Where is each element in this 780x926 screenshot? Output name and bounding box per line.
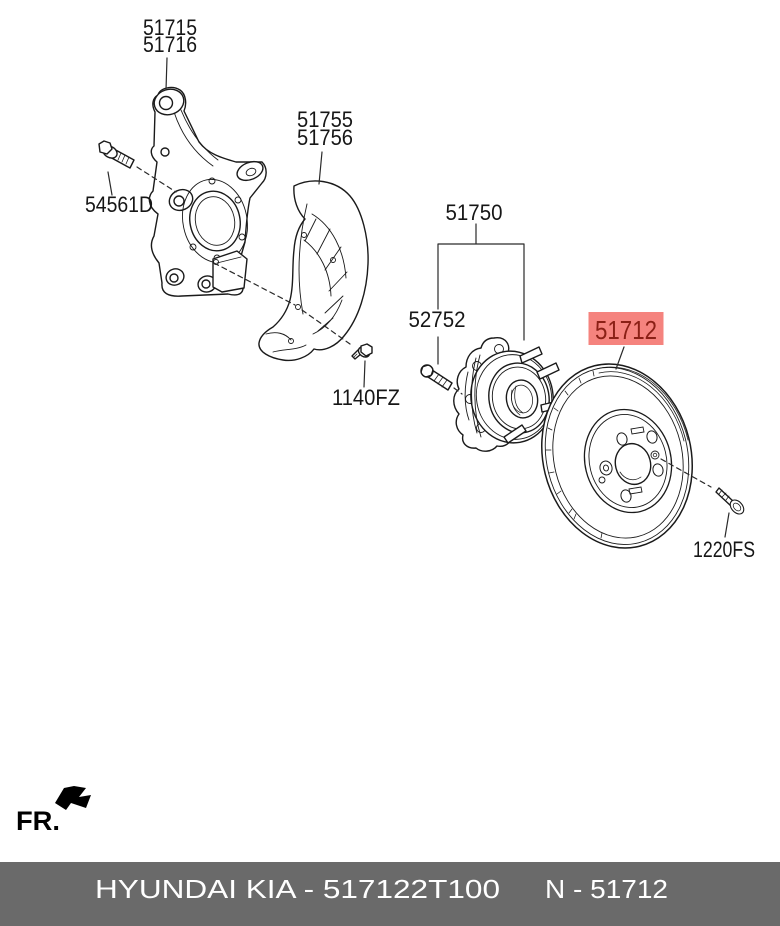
footer-reference-text: N - 51712: [545, 874, 668, 904]
wheel-stud-drawing: [420, 364, 453, 391]
highlight-box: [588, 312, 664, 345]
assembly-dashed-lines: [136, 166, 712, 488]
shield-bolt-drawing: [351, 343, 373, 360]
steering-knuckle-drawing: [148, 86, 267, 297]
orientation-mark: FR.: [16, 786, 91, 836]
footer-bar: HYUNDAI KIA - 517122T100 N - 51712: [0, 862, 780, 926]
knuckle-bolt-part-label[interactable]: 54561D: [85, 192, 153, 217]
front-direction-arrow-icon: [55, 786, 91, 810]
footer-text: HYUNDAI KIA - 517122T100 N - 51712: [95, 874, 668, 904]
knuckle-part-label-line1[interactable]: 51715: [143, 15, 197, 40]
disc-screw-drawing: [715, 487, 745, 515]
hub-stud-upper-right: [536, 362, 560, 380]
footer-part-number-text: HYUNDAI KIA - 517122T100: [95, 874, 500, 904]
knuckle-part-label-line2[interactable]: 51716: [143, 32, 197, 57]
leader-lines: [107, 57, 730, 538]
brake-disc-part-label: 51712: [595, 315, 657, 345]
dust-shield-part-label-line1[interactable]: 51755: [297, 107, 353, 132]
brake-disc-part-label-highlighted[interactable]: 51712: [588, 312, 664, 345]
disc-screw-part-label[interactable]: 1220FS: [693, 537, 755, 562]
wheel-stud-part-label[interactable]: 52752: [409, 307, 466, 332]
knuckle-bolt-drawing: [98, 140, 135, 169]
brake-disc-drawing: [541, 363, 693, 549]
part-number-labels: 51715 51716 54561D 51755 51756 1140FZ 51…: [85, 15, 755, 562]
dust-shield-part-label-line2[interactable]: 51756: [297, 125, 353, 150]
front-direction-label: FR.: [16, 806, 60, 836]
hub-stud-bottom: [503, 424, 527, 444]
dust-shield-drawing: [258, 180, 369, 362]
hub-stud-top: [519, 346, 543, 364]
exploded-parts-diagram: 51715 51716 54561D 51755 51756 1140FZ 51…: [16, 15, 755, 836]
hub-bearing-assembly-drawing: [453, 337, 564, 452]
shield-bolt-part-label[interactable]: 1140FZ: [332, 385, 400, 410]
hub-assembly-part-label[interactable]: 51750: [446, 200, 503, 225]
